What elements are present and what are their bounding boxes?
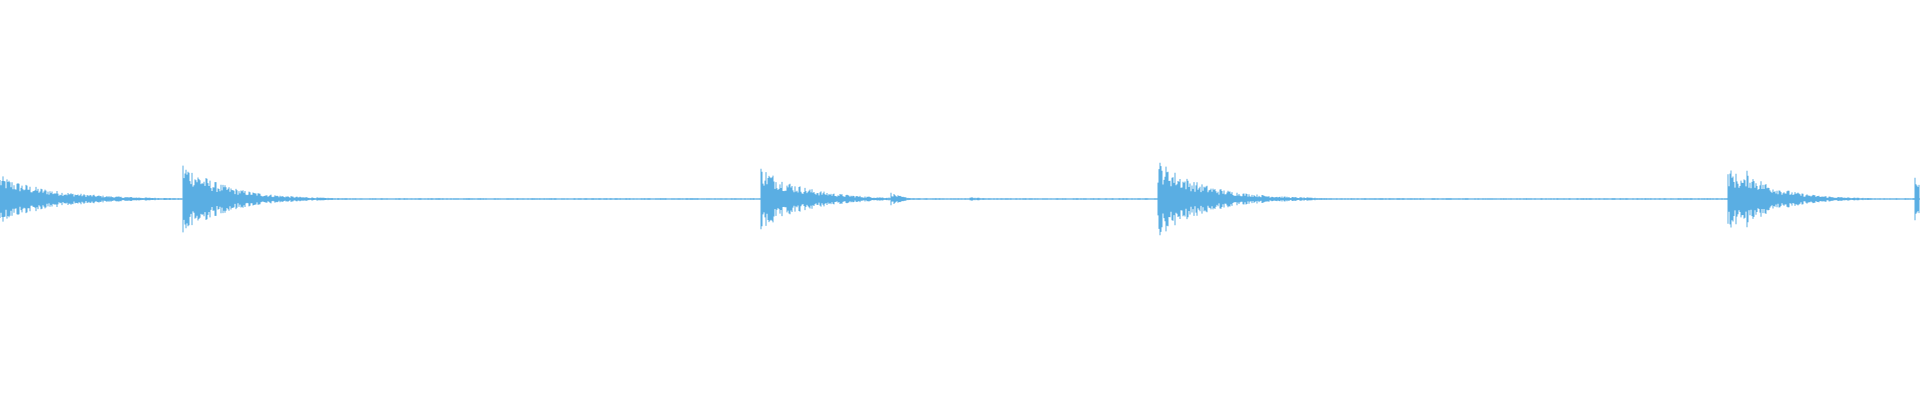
waveform-trace: [0, 162, 1920, 236]
